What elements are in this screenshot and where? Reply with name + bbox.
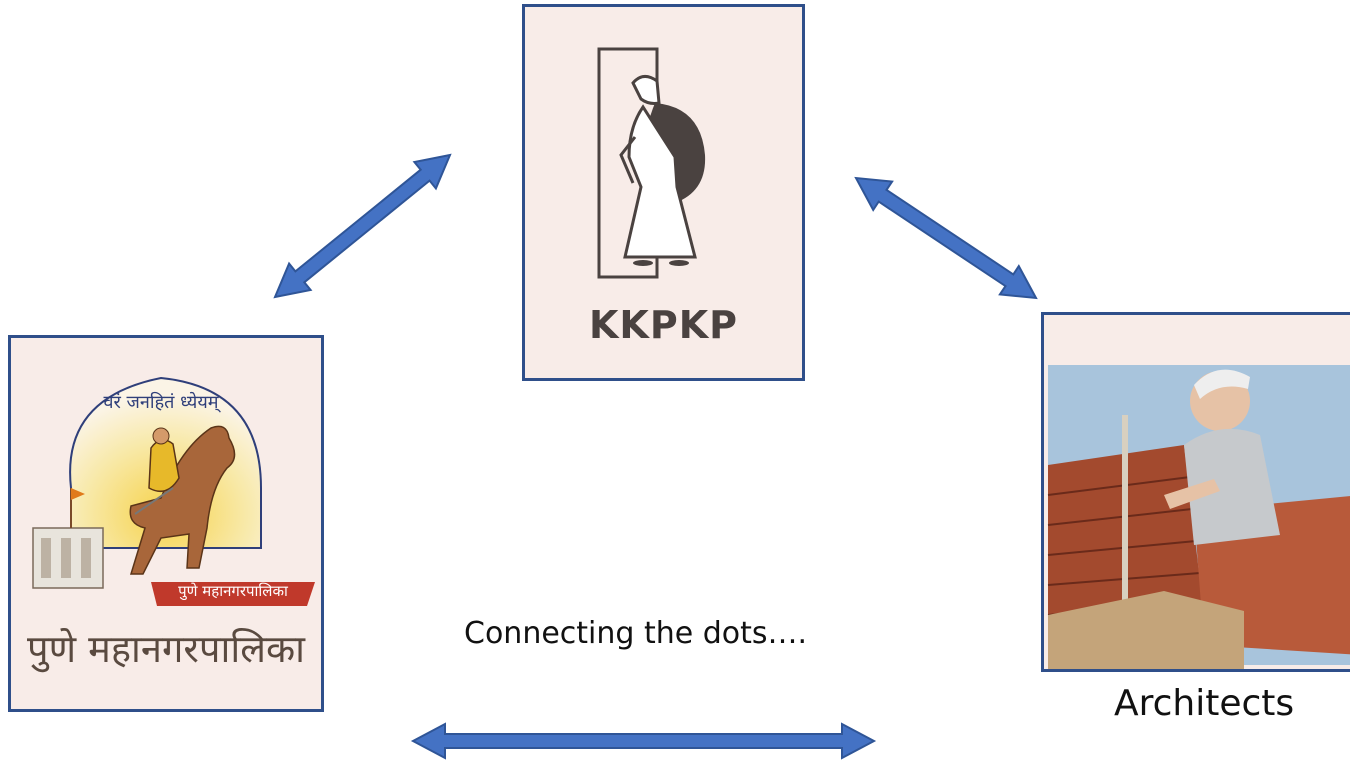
pmc-caption: पुणे महानगरपालिका <box>27 627 305 671</box>
pune-municipal-emblem-icon <box>32 376 315 606</box>
architect-photo <box>1044 315 1350 669</box>
pmc-motto: वरं जनहितं ध्येयम् <box>103 392 219 413</box>
kkpkp-label: KKPKP <box>588 303 739 347</box>
architects-photo-card <box>1041 312 1350 672</box>
waste-picker-woman-icon <box>597 47 706 279</box>
architects-label: Architects <box>1114 683 1295 724</box>
arrow-kkpkp-architects <box>854 176 1038 300</box>
arrow-pmc-architects <box>410 722 877 760</box>
pmc-ribbon-text: पुणे महानगरपालिका <box>178 582 288 600</box>
kkpkp-card: KKPKP <box>522 4 805 381</box>
connector-label: Connecting the dots…. <box>464 616 808 651</box>
arrow-pmc-kkpkp <box>273 153 452 299</box>
pune-municipal-corporation-card: वरं जनहितं ध्येयम् पुणे महानगरपालिका पुण… <box>8 335 324 712</box>
